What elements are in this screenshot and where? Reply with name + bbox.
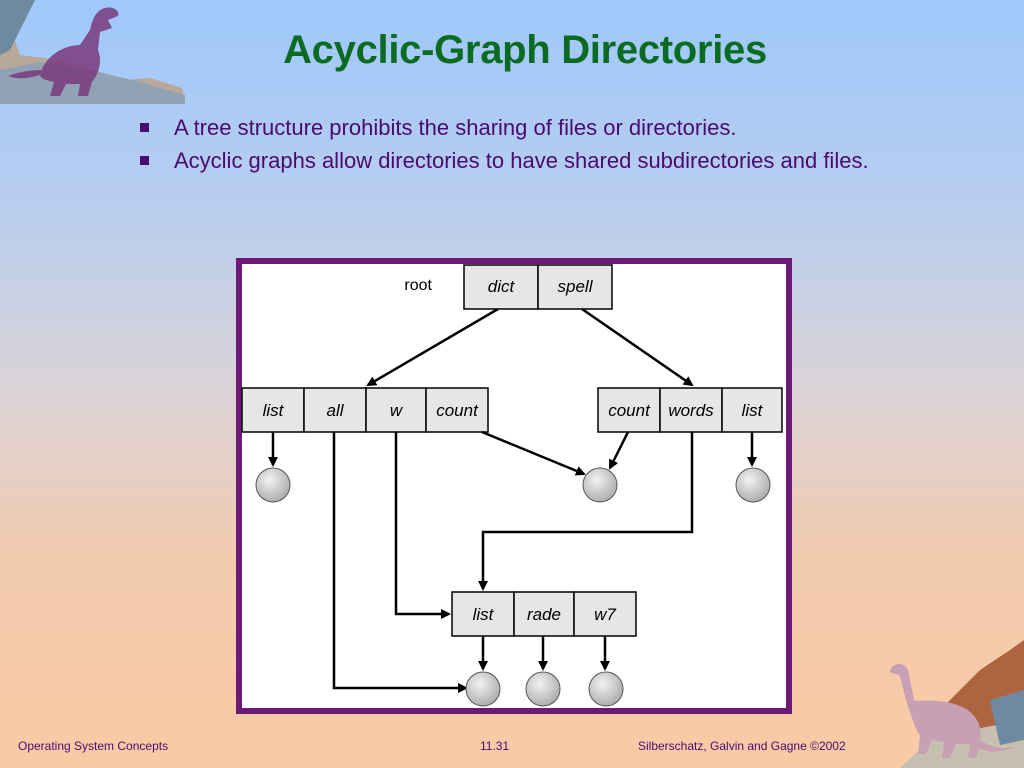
dir-entry-label: w7 — [594, 605, 616, 624]
dir-entry-label: dict — [488, 277, 516, 296]
file-nodes — [255, 467, 771, 707]
edge-dict-to-dir — [366, 307, 499, 387]
footer-page-number: 11.31 — [480, 739, 510, 753]
bullet-list: A tree structure prohibits the sharing o… — [138, 114, 898, 180]
diagram-background — [242, 264, 786, 708]
dir-entry-label: list — [742, 401, 764, 420]
edge-w-to-shared-dir — [394, 432, 451, 619]
file-node — [735, 467, 771, 503]
file-node — [525, 671, 561, 707]
edge-words-to-shared-dir — [478, 432, 694, 591]
slide-title: Acyclic-Graph Directories — [283, 28, 767, 72]
dir-entry-label: spell — [558, 277, 594, 296]
dir-entry-label: count — [436, 401, 479, 420]
root-label: root — [404, 277, 432, 294]
diagram-canvas: root dict spell list all w count count w… — [241, 264, 786, 708]
dir-cell — [537, 264, 613, 310]
bullet-item: Acyclic graphs allow directories to have… — [138, 147, 898, 174]
dict-directory: list all w count — [241, 387, 489, 433]
dir-cell — [659, 387, 723, 433]
dir-entry-label: count — [608, 401, 651, 420]
dir-cell — [463, 264, 539, 310]
shared-directory: list rade w7 — [451, 591, 637, 637]
dir-cell — [721, 387, 783, 433]
bullet-text: A tree structure prohibits the sharing o… — [174, 115, 737, 140]
dinosaur-logo-bottom-right — [890, 640, 1024, 768]
footer-course-name: Operating System Concepts — [18, 739, 169, 753]
graph-edges — [268, 307, 757, 693]
bullet-text: Acyclic graphs allow directories to have… — [174, 148, 869, 173]
dir-entry-label: words — [668, 401, 714, 420]
dir-entry-label: all — [326, 401, 344, 420]
file-node — [255, 467, 291, 503]
edge-spell-count-to-file — [608, 431, 630, 470]
dir-entry-label: rade — [527, 605, 561, 624]
edge-all-to-file — [332, 432, 468, 693]
bullet-item: A tree structure prohibits the sharing o… — [138, 114, 898, 141]
square-bullet-icon — [140, 156, 149, 165]
footer-authors: Silberschatz, Galvin and Gagne ©2002 — [638, 739, 846, 753]
dinosaur-logo-top-left — [0, 0, 185, 104]
file-node — [465, 671, 501, 707]
edge-count-to-file — [481, 430, 586, 476]
file-node — [582, 467, 618, 503]
root-directory: dict spell — [463, 264, 613, 310]
square-bullet-icon — [140, 123, 149, 132]
dir-entry-label: list — [473, 605, 495, 624]
acyclic-graph-diagram: root dict spell list all w count count w… — [236, 258, 792, 714]
spell-directory: count words list — [597, 387, 783, 433]
dir-entry-label: list — [263, 401, 285, 420]
dir-entry-label: w — [390, 401, 404, 420]
dir-cell — [451, 591, 515, 637]
file-node — [588, 671, 624, 707]
dir-cell — [573, 591, 637, 637]
edge-spell-to-dir — [581, 307, 694, 387]
dir-cell — [425, 387, 489, 433]
